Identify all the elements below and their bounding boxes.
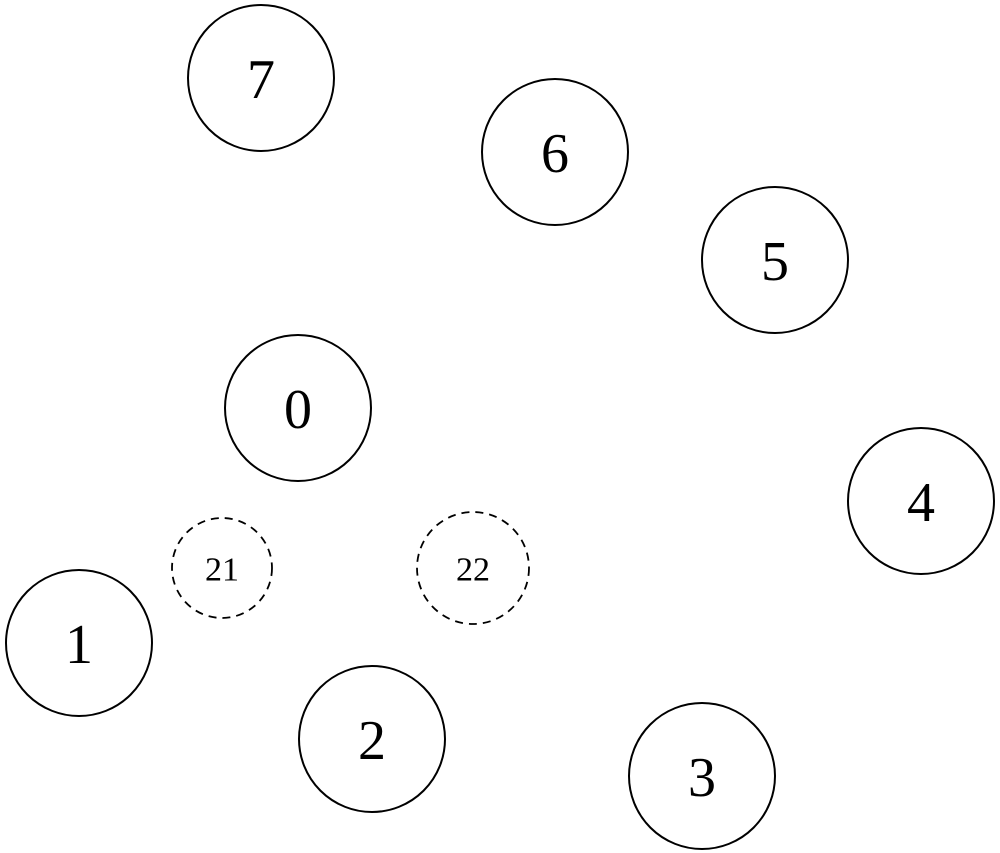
node-0-label: 0 — [284, 379, 312, 441]
node-4: 4 — [848, 428, 994, 574]
node-21: 21 — [172, 518, 272, 618]
node-2-label: 2 — [358, 710, 386, 772]
node-22-label: 22 — [456, 552, 490, 589]
node-1: 1 — [6, 570, 152, 716]
node-21-label: 21 — [205, 552, 239, 589]
node-2: 2 — [299, 666, 445, 812]
node-4-label: 4 — [907, 472, 935, 534]
node-7: 7 — [188, 5, 334, 151]
node-3: 3 — [629, 703, 775, 849]
node-0: 0 — [225, 335, 371, 481]
node-1-label: 1 — [65, 614, 93, 676]
node-5-label: 5 — [761, 231, 789, 293]
node-7-label: 7 — [247, 49, 275, 111]
node-6: 6 — [482, 79, 628, 225]
node-6-label: 6 — [541, 123, 569, 185]
node-5: 5 — [702, 187, 848, 333]
node-22: 22 — [417, 512, 529, 624]
node-3-label: 3 — [688, 747, 716, 809]
